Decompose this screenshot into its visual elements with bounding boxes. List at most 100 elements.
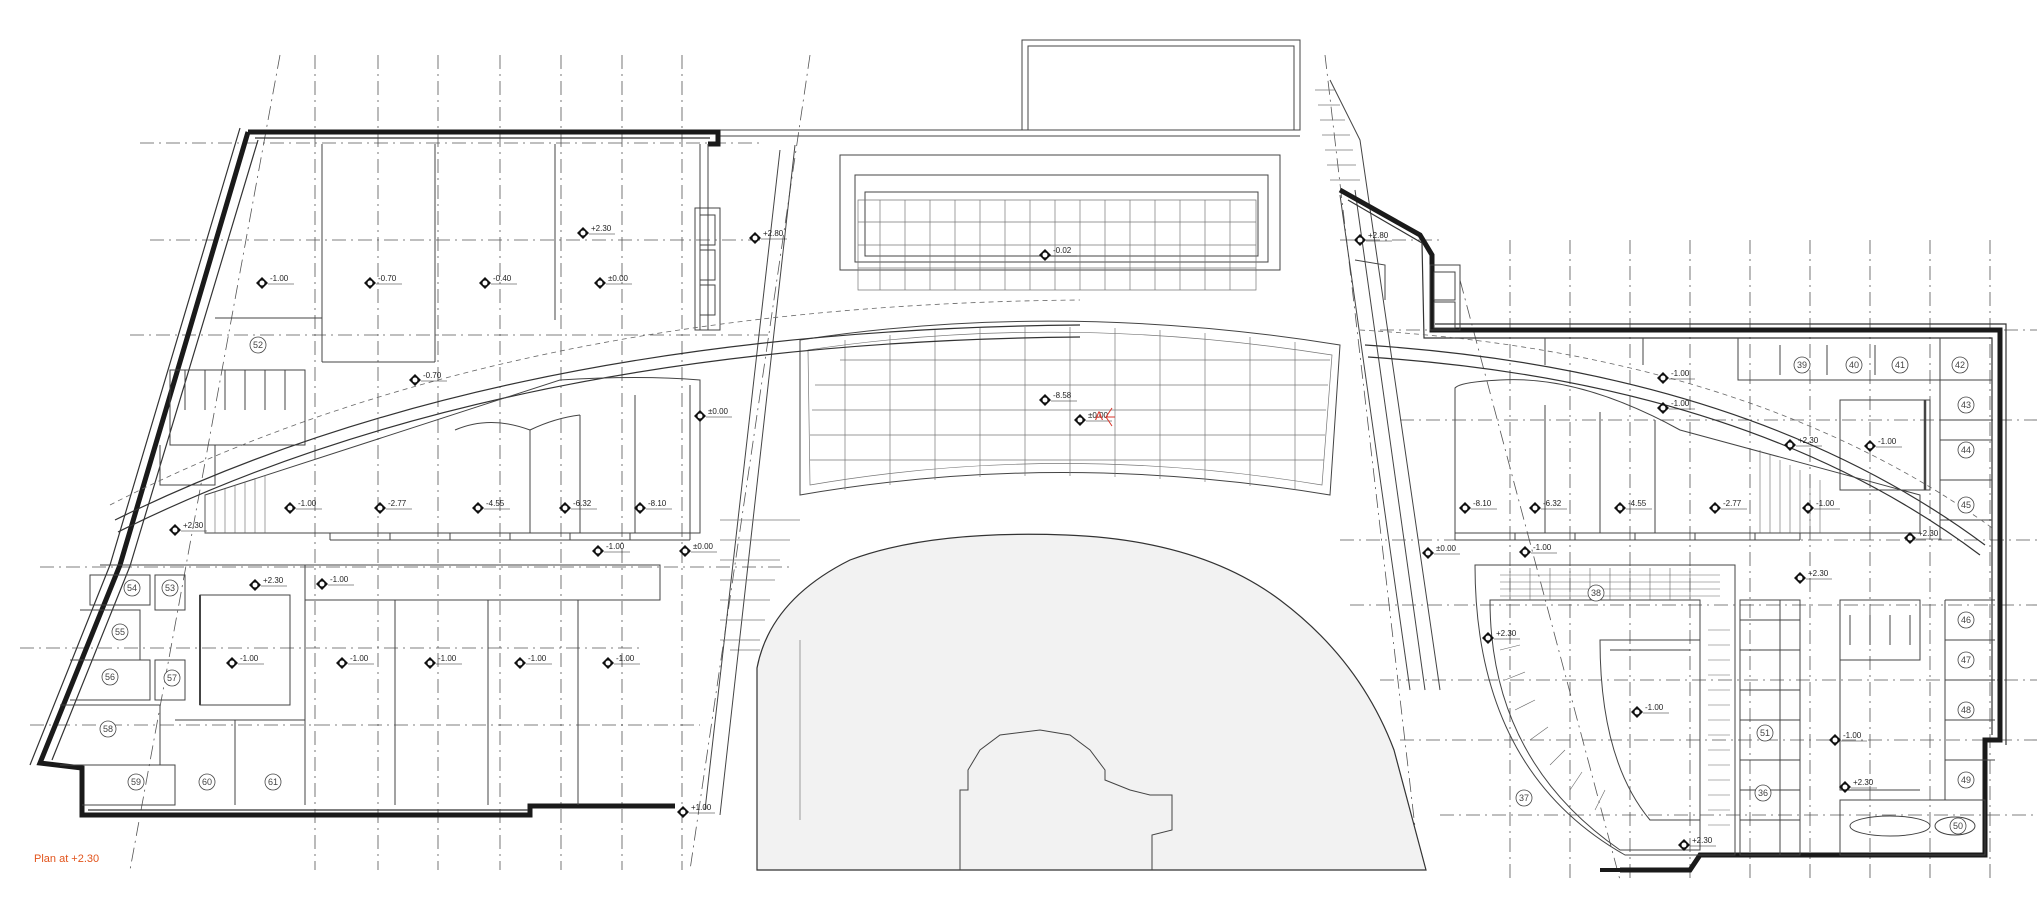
room-number: 57 <box>163 669 181 687</box>
plan-caption: Plan at +2.30 <box>34 853 100 865</box>
level-marker: +2.30 <box>1482 629 1520 644</box>
level-marker: -2.77 <box>374 499 412 514</box>
level-marker: -6.32 <box>559 499 597 514</box>
level-marker: -1.00 <box>592 542 630 557</box>
level-label: +2.80 <box>763 229 784 238</box>
room-number: 50 <box>1949 817 1967 835</box>
level-marker: -2.77 <box>1709 499 1747 514</box>
room-number-label: 48 <box>1961 705 1971 715</box>
central-court <box>720 39 1341 820</box>
level-label: -1.00 <box>616 654 635 663</box>
level-marker: -1.00 <box>1519 543 1557 558</box>
level-marker: -1.00 <box>284 499 322 514</box>
level-marker: ±0.00 <box>594 274 632 289</box>
level-label: -1.00 <box>350 654 369 663</box>
level-label: -4.55 <box>1628 499 1647 508</box>
level-marker: +2.30 <box>1839 778 1877 793</box>
level-label: -0.70 <box>378 274 397 283</box>
room-number-label: 47 <box>1961 655 1971 665</box>
room-number: 48 <box>1957 701 1975 719</box>
level-marker: -0.02 <box>1039 246 1077 261</box>
level-marker: -1.00 <box>1829 731 1867 746</box>
room-number-label: 58 <box>103 724 113 734</box>
room-number-label: 41 <box>1895 360 1905 370</box>
room-number: 40 <box>1845 356 1863 374</box>
level-label: -6.32 <box>1543 499 1562 508</box>
level-label: -8.58 <box>1053 391 1072 400</box>
level-marker: -0.70 <box>364 274 402 289</box>
level-label: +1.00 <box>691 803 712 812</box>
section-marker-group: A <box>1095 407 1115 427</box>
level-label: -1.00 <box>438 654 457 663</box>
level-label: +2.30 <box>1692 836 1713 845</box>
level-marker: +2.30 <box>1784 436 1822 451</box>
level-marker: +2.80 <box>749 229 787 244</box>
room-number: 43 <box>1957 396 1975 414</box>
level-label: -1.00 <box>528 654 547 663</box>
room-number: 46 <box>1957 611 1975 629</box>
level-marker: -0.40 <box>479 274 517 289</box>
level-label: -1.00 <box>330 575 349 584</box>
room-number-label: 57 <box>167 673 177 683</box>
room-number: 39 <box>1793 356 1811 374</box>
level-marker: +1.00 <box>677 803 715 818</box>
level-label: -2.77 <box>1723 499 1742 508</box>
level-label: +2.80 <box>1368 231 1389 240</box>
level-marker: -1.00 <box>1657 369 1695 384</box>
level-marker: ±0.00 <box>1074 411 1112 426</box>
level-label: -6.32 <box>573 499 592 508</box>
level-marker: -1.00 <box>256 274 294 289</box>
west-wing <box>29 127 1081 818</box>
room-number-label: 51 <box>1760 728 1770 738</box>
room-number-label: 37 <box>1519 793 1529 803</box>
room-number: 59 <box>127 773 145 791</box>
room-number: 53 <box>161 579 179 597</box>
court-grid <box>810 200 1330 490</box>
level-marker: -8.10 <box>1459 499 1497 514</box>
room-number-label: 40 <box>1849 360 1859 370</box>
level-label: -4.55 <box>486 499 505 508</box>
level-marker: -8.58 <box>1039 391 1077 406</box>
level-label: -1.00 <box>1816 499 1835 508</box>
room-number-label: 59 <box>131 777 141 787</box>
level-label: -1.00 <box>1671 369 1690 378</box>
level-label: ±0.00 <box>693 542 714 551</box>
central-ramps <box>704 79 1441 816</box>
room-number: 49 <box>1957 771 1975 789</box>
level-label: -8.10 <box>648 499 667 508</box>
level-marker: -1.00 <box>1864 437 1902 452</box>
room-number-label: 39 <box>1797 360 1807 370</box>
room-number: 61 <box>264 773 282 791</box>
level-marker: +2.30 <box>169 521 207 536</box>
level-label: ±0.00 <box>608 274 629 283</box>
level-marker: -1.00 <box>336 654 374 669</box>
level-label: -0.40 <box>493 274 512 283</box>
room-number-label: 52 <box>253 340 263 350</box>
room-number-label: 42 <box>1955 360 1965 370</box>
level-label: -0.70 <box>423 371 442 380</box>
level-marker: -1.00 <box>602 654 640 669</box>
level-label: -1.00 <box>1843 731 1862 740</box>
level-label: -8.10 <box>1473 499 1492 508</box>
level-marker: -4.55 <box>1614 499 1652 514</box>
level-label: ±0.00 <box>1088 411 1109 420</box>
level-marker: -1.00 <box>1657 399 1695 414</box>
room-number: 47 <box>1957 651 1975 669</box>
room-number-label: 45 <box>1961 500 1971 510</box>
room-number-label: 55 <box>115 627 125 637</box>
room-number: 56 <box>101 668 119 686</box>
level-marker: ±0.00 <box>694 407 732 422</box>
room-number: 38 <box>1587 584 1605 602</box>
level-marker: +2.30 <box>577 224 615 239</box>
level-label: +2.30 <box>1918 529 1939 538</box>
level-marker: -1.00 <box>1802 499 1840 514</box>
level-marker: -6.32 <box>1529 499 1567 514</box>
room-number-label: 61 <box>268 777 278 787</box>
level-marker: -1.00 <box>316 575 354 590</box>
level-markers: -1.00 -0.70 -0.40 ±0.00 +2.80 -0.02 +2.30 -0.70… <box>169 224 1942 851</box>
level-marker: ±0.00 <box>1422 544 1460 559</box>
room-number-label: 50 <box>1953 821 1963 831</box>
room-number-label: 46 <box>1961 615 1971 625</box>
room-number-label: 36 <box>1758 788 1768 798</box>
